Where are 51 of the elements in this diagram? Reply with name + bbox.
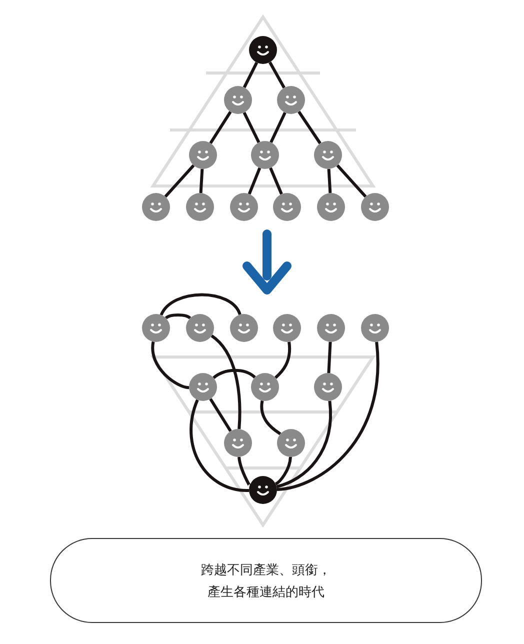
smiley-face: [186, 314, 214, 342]
smiley-face: [361, 314, 389, 342]
smiley-face: [189, 141, 217, 169]
smiley-face: [230, 193, 258, 221]
smiley-face: [317, 193, 345, 221]
smiley-face: [361, 193, 389, 221]
dark-smiley-face: [249, 476, 277, 504]
connector-line: [327, 168, 332, 194]
connector-line: [165, 314, 191, 320]
connector-line: [274, 342, 292, 379]
smiley-face: [314, 141, 342, 169]
smiley-face: [273, 193, 301, 221]
connector-line: [242, 62, 258, 88]
smiley-face: [224, 429, 252, 457]
connector-line: [260, 400, 282, 436]
smiley-face: [189, 373, 217, 401]
smiley-face: [273, 314, 301, 342]
connector-line: [274, 456, 292, 486]
connector-line: [209, 398, 232, 432]
connector-line: [190, 399, 250, 492]
smiley-face: [277, 429, 305, 457]
connector-line: [276, 342, 380, 491]
connector-line: [298, 110, 322, 144]
connector-line: [327, 342, 332, 374]
smiley-face: [230, 314, 258, 342]
connector-line: [269, 167, 283, 195]
connector-line: [151, 342, 190, 390]
connector-line: [212, 368, 256, 380]
smiley-face: [277, 86, 305, 114]
smiley-face: [224, 86, 252, 114]
connector-line: [210, 334, 242, 430]
connector-line: [248, 167, 262, 195]
connector-line: [160, 293, 242, 316]
smiley-face: [186, 193, 214, 221]
caption-text: 跨越不同產業、頭銜，產生各種連結的時代: [200, 560, 332, 600]
smiley-face: [251, 141, 279, 169]
smiley-face: [142, 314, 170, 342]
smiley-face: [314, 373, 342, 401]
dark-smiley-face: [249, 36, 277, 64]
connector-line: [209, 111, 232, 144]
smiley-face: [317, 314, 345, 342]
connector-line: [336, 164, 367, 198]
connector-line: [242, 112, 260, 144]
connector-line: [164, 164, 195, 198]
connector-line: [268, 61, 286, 89]
connector-line: [238, 456, 251, 487]
connector-line: [270, 112, 286, 143]
smiley-face: [142, 193, 170, 221]
smiley-face: [251, 373, 279, 401]
connector-line: [276, 400, 332, 488]
connector-line: [199, 168, 204, 194]
